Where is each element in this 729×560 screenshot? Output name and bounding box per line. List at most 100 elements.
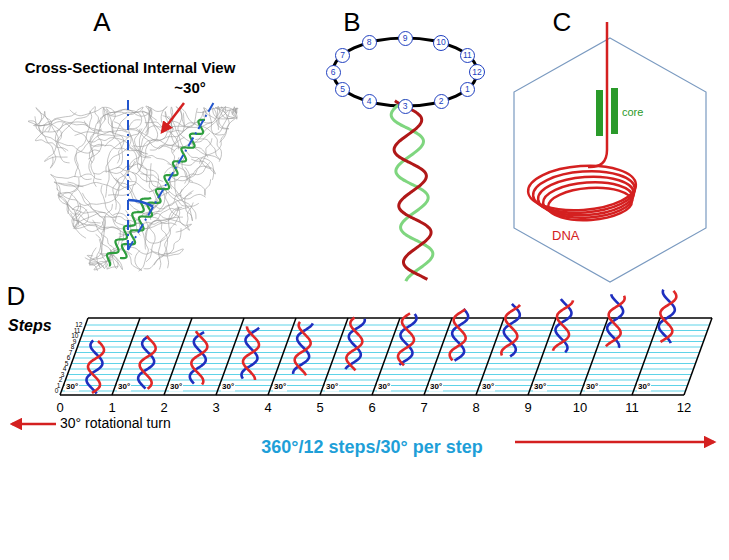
position-number: 4 xyxy=(367,97,372,106)
platform-divider xyxy=(164,318,192,395)
protein-trace xyxy=(82,193,138,226)
panel-letter: B xyxy=(343,8,360,37)
step-number: 2 xyxy=(160,401,167,415)
dna-strand xyxy=(295,322,311,375)
platform-divider xyxy=(216,318,244,395)
platform-divider xyxy=(424,318,452,395)
portal-core xyxy=(611,88,618,134)
step-number: 6 xyxy=(368,401,375,415)
portal-core xyxy=(596,90,603,136)
position-marker: 11 xyxy=(460,48,475,63)
protein-trace xyxy=(172,111,204,163)
dna-strand xyxy=(191,331,207,384)
angle-label: 30° xyxy=(117,383,131,392)
step-number: 12 xyxy=(677,401,691,415)
panel-letter: A xyxy=(93,8,110,37)
position-number: 9 xyxy=(403,34,408,43)
position-number: 3 xyxy=(403,102,408,111)
protein-trace xyxy=(158,207,180,269)
protein-trace xyxy=(136,107,152,174)
dna-strand xyxy=(140,336,156,389)
position-number: 7 xyxy=(340,51,345,60)
protein-trace xyxy=(58,192,105,232)
caption-label: 360°/12 steps/30° per step xyxy=(261,438,483,458)
platform-divider xyxy=(60,318,88,395)
protein-trace xyxy=(128,132,167,181)
dna-loop xyxy=(547,185,633,223)
dna-strand xyxy=(394,101,431,280)
protein-trace xyxy=(136,113,184,141)
angle-label: 30° xyxy=(481,383,495,392)
panel-letter: D xyxy=(7,282,26,311)
protein-trace xyxy=(174,157,196,219)
platform-divider xyxy=(684,318,712,395)
dna-strand xyxy=(553,300,573,350)
position-marker: 1 xyxy=(460,82,475,97)
dna-strand xyxy=(398,313,414,365)
position-number: 12 xyxy=(472,68,481,77)
protein-trace xyxy=(200,110,230,164)
part-label: DNA xyxy=(552,229,579,243)
dna-strand xyxy=(346,318,362,371)
dna-strand xyxy=(606,296,625,347)
step-number: 1 xyxy=(108,401,115,415)
angle-label: 30° xyxy=(637,383,651,392)
platform-divider xyxy=(372,318,400,395)
step-number: 7 xyxy=(420,401,427,415)
position-number: 6 xyxy=(331,68,336,77)
protein-trace xyxy=(75,111,92,177)
direction-arrow xyxy=(515,441,714,444)
platform-divider xyxy=(476,318,504,395)
protein-trace xyxy=(105,112,157,147)
position-marker: 2 xyxy=(434,94,449,109)
dna-strand xyxy=(243,326,259,380)
axis-line xyxy=(128,102,214,250)
protein-trace xyxy=(45,122,104,147)
step-number: 10 xyxy=(573,401,587,415)
angle-arc xyxy=(128,200,153,207)
angle-arrow xyxy=(162,103,184,132)
angle-label: 30° xyxy=(325,383,339,392)
angle-label: 30° xyxy=(273,383,287,392)
protein-trace xyxy=(35,123,68,151)
axis-title: Steps xyxy=(8,317,52,335)
protein-trace xyxy=(170,159,206,199)
platform-divider xyxy=(580,318,608,395)
protein-trace xyxy=(59,196,105,227)
protein-trace xyxy=(103,107,149,154)
alpha-helix xyxy=(107,198,151,266)
protein-trace xyxy=(145,217,183,243)
protein-trace xyxy=(87,221,104,267)
protein-trace xyxy=(204,106,229,128)
position-marker: 8 xyxy=(362,35,377,50)
platform-divider xyxy=(632,318,660,395)
position-number: 10 xyxy=(436,38,445,47)
protein-trace xyxy=(106,136,130,198)
protein-trace xyxy=(84,121,123,164)
step-number: 4 xyxy=(264,401,271,415)
position-marker: 9 xyxy=(398,31,413,46)
platform-divider xyxy=(320,318,348,395)
angle-label: 30° xyxy=(377,383,391,392)
position-marker: 12 xyxy=(469,64,485,80)
angle-label: 30° xyxy=(65,383,79,392)
step-number: 0 xyxy=(56,401,63,415)
arrow-label: 30° rotational turn xyxy=(60,416,171,431)
protein-trace xyxy=(165,111,188,149)
position-number: 8 xyxy=(367,38,372,47)
part-label: core xyxy=(622,106,643,118)
position-marker: 4 xyxy=(362,94,377,109)
angle-label: 30° xyxy=(585,383,599,392)
protein-trace xyxy=(113,219,177,229)
protein-trace xyxy=(101,185,140,235)
position-marker: 10 xyxy=(433,35,449,51)
protein-trace xyxy=(185,159,216,183)
direction-arrow xyxy=(12,423,56,426)
dna-strand xyxy=(588,22,607,167)
step-number: 8 xyxy=(472,401,479,415)
protein-trace xyxy=(180,189,193,221)
dna-strand xyxy=(501,305,520,356)
dna-strand xyxy=(88,341,104,393)
position-number: 5 xyxy=(340,85,345,94)
protein-trace xyxy=(113,161,135,222)
